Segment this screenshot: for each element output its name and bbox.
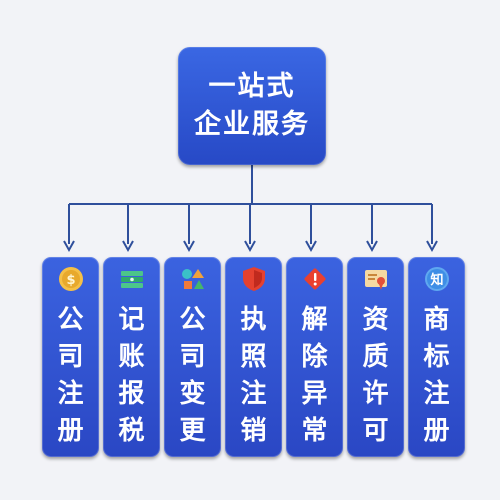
arrowhead — [244, 240, 256, 253]
service-label-char: 公 — [57, 305, 84, 335]
service-label: 记 账 报 税 — [116, 302, 148, 450]
arrowhead — [183, 240, 195, 253]
arrowhead — [305, 240, 317, 253]
service-label-char: 标 — [423, 342, 450, 372]
service-label-char: 注 — [57, 379, 84, 409]
arrowhead — [122, 240, 134, 253]
service-card-bookkeeping-tax[interactable]: 记 账 报 税 — [103, 257, 160, 457]
service-label-char: 异 — [301, 379, 328, 409]
arrowhead — [63, 240, 75, 253]
service-label: 商 标 注 册 — [421, 302, 453, 450]
service-label-char: 资 — [362, 305, 389, 335]
service-label-char: 记 — [118, 305, 145, 335]
service-card-qualification-permit[interactable]: 资 质 许 可 — [347, 257, 404, 457]
service-label-char: 质 — [362, 342, 389, 372]
service-label-char: 注 — [423, 379, 450, 409]
service-card-company-registration[interactable]: $ 公 司 注 册 — [42, 257, 99, 457]
service-label-char: 司 — [179, 342, 206, 372]
arrowhead — [366, 240, 378, 253]
service-label-char: 销 — [240, 416, 267, 446]
service-label-char: 税 — [118, 416, 145, 446]
service-label-char: 执 — [240, 305, 267, 335]
service-card-company-change[interactable]: 公 司 变 更 — [164, 257, 221, 457]
service-card-remove-abnormal-status[interactable]: 解 除 异 常 — [286, 257, 343, 457]
svg-text:知: 知 — [430, 272, 443, 288]
root-one-stop-enterprise-service: 一站式 企业服务 — [178, 47, 326, 165]
svg-text:$: $ — [66, 273, 75, 288]
service-card-license-cancellation[interactable]: 执 照 注 销 — [225, 257, 282, 457]
service-label-char: 册 — [57, 416, 84, 446]
zhi-badge-icon: 知 — [424, 266, 450, 292]
certificate-icon — [363, 266, 389, 292]
warning-icon — [302, 266, 328, 292]
service-label: 公 司 变 更 — [177, 302, 209, 450]
shield-icon — [241, 266, 267, 292]
service-label-char: 商 — [423, 305, 450, 335]
coin-icon: $ — [58, 266, 84, 292]
root-title-line1: 一站式 — [208, 71, 296, 102]
service-label-char: 账 — [118, 342, 145, 372]
service-label-char: 许 — [362, 379, 389, 409]
service-label-char: 报 — [118, 379, 145, 409]
service-label-char: 公 — [179, 305, 206, 335]
change-cycle-icon — [180, 266, 206, 292]
arrowhead — [426, 240, 438, 253]
root-title-line2: 企业服务 — [194, 109, 310, 140]
service-label-char: 册 — [423, 416, 450, 446]
service-label-char: 司 — [57, 342, 84, 372]
service-label-char: 注 — [240, 379, 267, 409]
service-label-char: 照 — [240, 342, 267, 372]
service-label-char: 除 — [301, 342, 328, 372]
service-label: 公 司 注 册 — [55, 302, 87, 450]
money-stack-icon — [119, 266, 145, 292]
service-label: 解 除 异 常 — [299, 302, 331, 450]
service-label-char: 可 — [362, 416, 389, 446]
service-label-char: 变 — [179, 379, 206, 409]
service-label-char: 更 — [179, 416, 206, 446]
service-label: 执 照 注 销 — [238, 302, 270, 450]
service-label-char: 常 — [301, 416, 328, 446]
service-label-char: 解 — [301, 305, 328, 335]
service-card-trademark-registration[interactable]: 知 商 标 注 册 — [408, 257, 465, 457]
service-label: 资 质 许 可 — [360, 302, 392, 450]
